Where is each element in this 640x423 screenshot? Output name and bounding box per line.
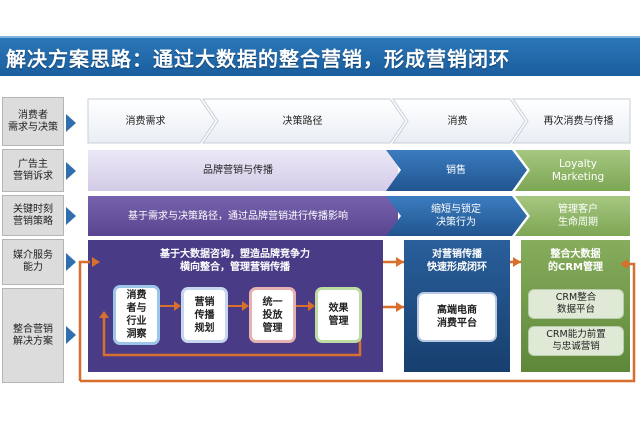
marketing-loop [78, 260, 636, 383]
row-label-media: 媒介服务 能力 [2, 239, 64, 285]
demand-loyalty-label: Loyalty Marketing [551, 157, 605, 183]
process-step-insight: 消费 者与 行业 洞察 [113, 285, 160, 345]
stage-chevron-repeat [512, 98, 631, 144]
stage-path-label: 决策路径 [282, 115, 323, 127]
row-label-advertiser: 广告主 营销诉求 [2, 149, 64, 192]
demand-brand-label: 品牌营销与传播 [203, 165, 273, 176]
stage-demand-label: 消费需求 [125, 115, 166, 127]
stage-chevrons [87, 98, 631, 144]
process-step-effect: 效果 管理 [315, 287, 362, 343]
row-label-strategy: 关键时刻 营销策略 [2, 195, 64, 236]
band-brand [88, 150, 398, 191]
demand-sales-label: 销售 [446, 165, 466, 176]
band-loyalty [515, 150, 630, 191]
band-strategy-loyalty [515, 196, 630, 236]
strategy-loyalty-label: 管理客户 生命周期 [558, 204, 598, 228]
band-strategy-brand [88, 196, 398, 236]
row-label-solution: 整合营销 解决方案 [2, 288, 64, 383]
process-step-delivery: 统一 投放 管理 [249, 287, 296, 343]
band-sales [386, 150, 527, 191]
stage-consume-label: 消费 [447, 115, 468, 127]
process-step-planning: 营销 传播 规划 [181, 287, 228, 343]
row-label-consumer: 消费者 需求与决策 [2, 97, 64, 146]
row-pointer-media [66, 253, 76, 271]
stage-chevron-demand [87, 98, 216, 144]
row-pointer-strategy [66, 207, 76, 225]
ecommerce-platform-box: 高端电商 消费平台 [417, 292, 497, 342]
media-middle-label: 对营销传播 快速形成闭环 [427, 249, 487, 273]
band-strategy-sales [386, 196, 527, 236]
row-pointer-solution [66, 326, 76, 344]
stage-chevron-consume [392, 98, 526, 144]
media-right-label: 整合大数据 的CRM管理 [548, 249, 603, 273]
loop-arrowheads [92, 257, 628, 318]
media-left-label: 基于大数据咨询，塑造品牌竞争力 横向整合，管理营销传播 [160, 249, 310, 273]
stage-repeat-label: 再次消费与传播 [543, 115, 614, 127]
row-pointer-advertiser [66, 162, 76, 180]
row-pointer-consumer [66, 114, 76, 132]
crm-loyalty-box: CRM能力前置 与忠诚营销 [528, 326, 624, 356]
title-banner: 解决方案思路：通过大数据的整合营销，形成营销闭环 [0, 36, 640, 76]
strategy-sales-label: 缩短与锁定 决策行为 [431, 204, 481, 228]
slide-title: 解决方案思路：通过大数据的整合营销，形成营销闭环 [6, 47, 510, 71]
crm-data-platform-box: CRM整合 数据平台 [528, 289, 624, 319]
stage-chevron-path [202, 98, 406, 144]
strategy-brand-label: 基于需求与决策路径，通过品牌营销进行传播影响 [128, 210, 348, 222]
